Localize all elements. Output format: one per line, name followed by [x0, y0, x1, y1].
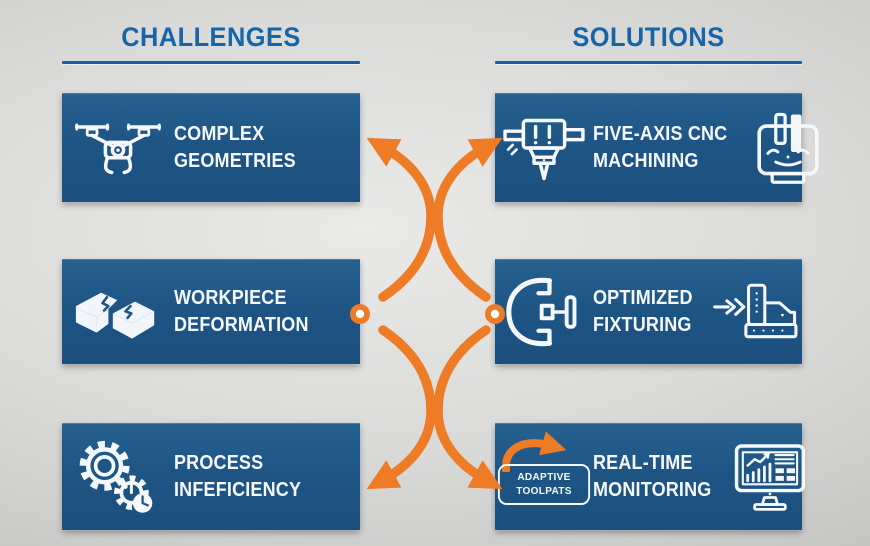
monitor-chart-icon	[725, 440, 817, 514]
challenge-1-line2: GEOMETRIES	[174, 149, 296, 172]
challenges-underline	[62, 61, 360, 64]
badge-line1: ADAPTIVE	[517, 471, 571, 484]
solution-3-line1: REAL-TIME	[593, 452, 693, 475]
solution-box-five-axis-cnc: FIVE-AXIS CNC MACHINING	[495, 93, 819, 202]
challenges-heading: CHALLENGES	[62, 22, 360, 64]
solution-box-real-time-monitoring: ADAPTIVE TOOLPATS REAL-TIME MONITORING	[495, 423, 805, 530]
solution-2-line2: FIXTURING	[593, 313, 692, 336]
solution-1-line2: MACHINING	[593, 149, 699, 172]
adaptive-toolpaths-label: ADAPTIVE TOOLPATS	[497, 464, 591, 505]
challenge-label-1: COMPLEX GEOMETRIES	[174, 121, 341, 174]
c-clamp-icon	[495, 272, 593, 352]
drone-icon	[62, 113, 174, 183]
challenge-box-workpiece-deformation: WORKPIECE DEFORMATION	[62, 259, 360, 364]
challenge-label-2: WORKPIECE DEFORMATION	[174, 285, 341, 338]
solutions-heading: SOLUTIONS	[495, 22, 802, 64]
arrow-to-machine-icon	[710, 279, 802, 345]
challenge-box-process-inefficiency: PROCESS INFEFICIENCY	[62, 423, 360, 530]
challenge-2-line1: WORKPIECE	[174, 287, 287, 310]
solutions-title: SOLUTIONS	[572, 22, 725, 52]
solution-label-3: REAL-TIME MONITORING	[593, 450, 711, 503]
challenges-title: CHALLENGES	[121, 22, 301, 52]
cnc-spindle-icon	[495, 108, 593, 188]
adaptive-toolpaths-badge: ADAPTIVE TOOLPATS	[495, 432, 593, 505]
challenge-1-line1: COMPLEX	[174, 123, 265, 146]
cracked-workpiece-icon	[62, 275, 174, 349]
challenge-2-line2: DEFORMATION	[174, 313, 309, 336]
arrow-top-left	[366, 137, 436, 302]
solution-2-line1: OPTIMIZED	[593, 287, 693, 310]
arrow-bottom-right	[433, 325, 503, 490]
solution-1-line1: FIVE-AXIS CNC	[593, 123, 728, 146]
arrow-top-right	[433, 137, 503, 302]
badge-line2: TOOLPATS	[516, 484, 572, 497]
challenge-label-3: PROCESS INFEFICIENCY	[174, 450, 341, 503]
solutions-underline	[495, 61, 802, 64]
challenge-3-line2: INFEFICIENCY	[174, 478, 302, 501]
challenge-box-complex-geometries: COMPLEX GEOMETRIES	[62, 93, 360, 202]
arrow-bottom-left	[366, 325, 436, 490]
solution-label-2: OPTIMIZED FIXTURING	[593, 285, 698, 338]
gears-clock-icon	[62, 436, 174, 518]
solution-label-1: FIVE-AXIS CNC MACHINING	[593, 121, 727, 174]
solution-box-optimized-fixturing: OPTIMIZED FIXTURING	[495, 259, 802, 364]
challenge-3-line1: PROCESS	[174, 452, 264, 475]
solution-3-line2: MONITORING	[593, 478, 712, 501]
machining-center-icon	[742, 109, 834, 187]
